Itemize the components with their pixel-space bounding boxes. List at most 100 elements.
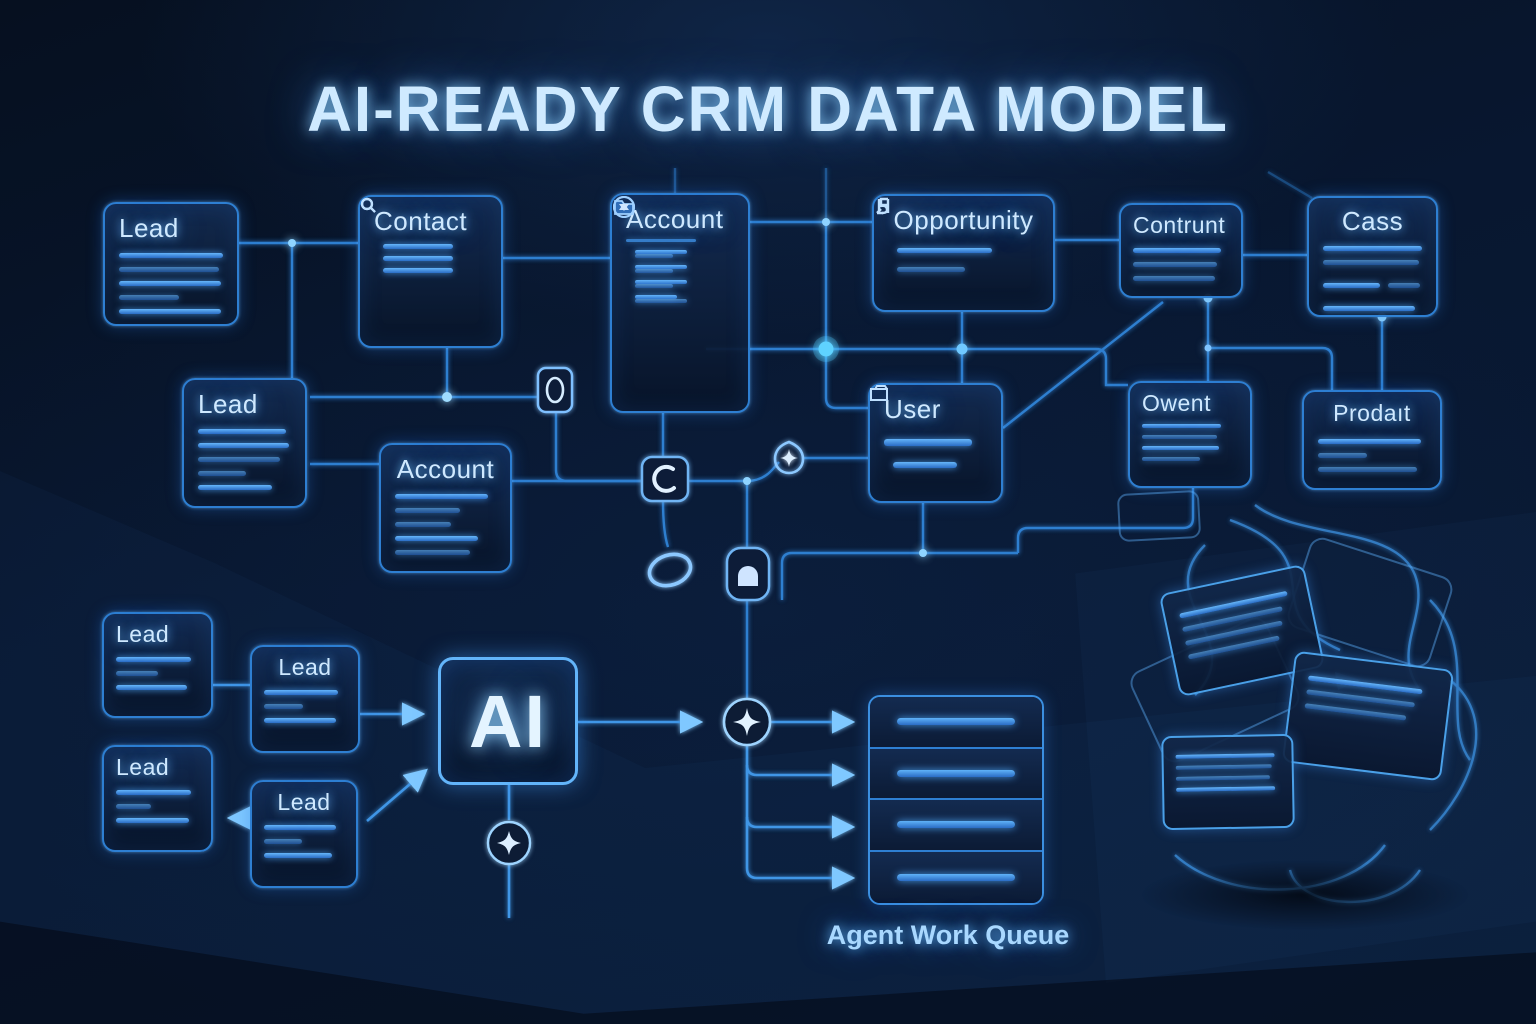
- field-bar: [1175, 775, 1270, 781]
- entity-title: Opportunity: [893, 205, 1034, 235]
- queue-item-bar: [897, 718, 1015, 726]
- entity-lead-b: Lead: [250, 645, 360, 753]
- field-bar: [119, 309, 221, 314]
- tangle-card: [1161, 733, 1295, 831]
- field-bar: [116, 685, 187, 690]
- field-bar: [116, 790, 191, 795]
- entity-title: Lead: [278, 654, 332, 680]
- field-bar: [264, 825, 336, 830]
- lock-chip-icon: [725, 546, 771, 602]
- field-bar: [1142, 435, 1217, 439]
- field-bar: [1323, 283, 1381, 288]
- entity-contrunt: Contrunt: [1119, 203, 1243, 298]
- entity-title: Account: [626, 204, 724, 234]
- ai-processor-node: AI: [438, 657, 578, 785]
- field-bar: [116, 804, 151, 809]
- field-bar: [264, 704, 304, 709]
- entity-lead-a: Lead: [102, 612, 213, 718]
- ai-label: AI: [469, 679, 547, 763]
- entity-lead-d: Lead: [250, 780, 358, 888]
- tangle-card: [1281, 650, 1455, 782]
- entity-title: Contrunt: [1133, 212, 1226, 238]
- title-underline: [626, 239, 696, 242]
- field-bar: [264, 839, 303, 844]
- field-bar: [198, 471, 247, 476]
- queue-item-bar: [897, 873, 1015, 881]
- entity-title: Cass: [1341, 206, 1404, 236]
- field-bar: [897, 248, 992, 253]
- entity-user: User: [868, 383, 1003, 503]
- connector-chips: [486, 366, 805, 866]
- entity-title: Account: [396, 454, 495, 484]
- field-bar: [198, 485, 273, 490]
- field-bar: [1142, 424, 1221, 428]
- field-bar: [395, 550, 470, 555]
- entity-account-main: Account: [610, 193, 750, 413]
- entity-title: Contact: [374, 206, 468, 236]
- field-bar: [1133, 248, 1222, 253]
- sparkle-circle-connector-icon: [722, 697, 772, 747]
- field-bar: [1323, 246, 1422, 251]
- field-bar: [119, 295, 180, 300]
- field-bar: [1175, 753, 1275, 759]
- zero-chip-icon: [536, 366, 574, 414]
- entity-title: Lead: [116, 754, 170, 780]
- agent-work-queue: [868, 695, 1044, 905]
- field-bar: [383, 256, 453, 261]
- crescent-chip-icon: [640, 455, 690, 503]
- field-bar: [395, 494, 488, 499]
- ai-flow-lines: [213, 683, 856, 918]
- field-bar: [395, 536, 478, 541]
- field-bar: [1133, 262, 1218, 267]
- queue-row: [870, 697, 1042, 749]
- entity-owent: Owent: [1128, 381, 1252, 488]
- field-bar: [383, 244, 453, 249]
- field-bar: [264, 718, 337, 723]
- field-bar: [1175, 764, 1272, 770]
- field-bar: [893, 462, 957, 468]
- entity-account-small: Account: [379, 443, 512, 573]
- entity-title: Prodaıt: [1333, 400, 1411, 426]
- sparkle-diamond-icon: [773, 440, 805, 475]
- field-bar: [383, 268, 453, 273]
- field-bar: [395, 522, 451, 527]
- field-bar: [635, 295, 677, 299]
- field-bar: [116, 818, 190, 823]
- oval-ring-icon: [647, 552, 693, 588]
- entity-lead-mid: Lead: [182, 378, 307, 508]
- field-bar: [1179, 590, 1288, 619]
- field-bar: [264, 853, 332, 858]
- queue-row: [870, 748, 1042, 800]
- field-bar: [1142, 457, 1200, 461]
- tangle-shadow: [1140, 860, 1470, 930]
- field-bar: [635, 254, 673, 258]
- field-bar: [198, 457, 280, 462]
- entity-lead-c: Lead: [102, 745, 213, 852]
- entity-title: Lead: [198, 389, 258, 419]
- field-bar: [897, 267, 965, 272]
- field-bar: [635, 265, 687, 269]
- field-bar: [119, 253, 223, 258]
- field-bar: [1323, 306, 1416, 311]
- field-bar: [119, 281, 221, 286]
- field-bar: [635, 250, 687, 254]
- queue-row: [870, 851, 1042, 903]
- field-bar: [1323, 260, 1420, 265]
- entity-cass: Cass: [1307, 196, 1438, 317]
- field-bar: [1318, 439, 1421, 444]
- entity-title: Lead: [116, 621, 170, 647]
- entity-title: Lead: [277, 789, 331, 815]
- entity-title: User: [884, 394, 941, 424]
- field-bar: [635, 284, 673, 288]
- field-bar: [198, 443, 290, 448]
- field-bar: [1142, 446, 1219, 450]
- entity-title: Owent: [1142, 390, 1211, 416]
- entity-title: Lead: [119, 213, 179, 243]
- field-bar: [119, 267, 219, 272]
- relationship-lines: [238, 168, 1384, 698]
- entity-lead-top: Lead: [103, 202, 239, 326]
- entity-prodait: Prodaıt: [1302, 390, 1442, 490]
- field-bar: [116, 657, 191, 662]
